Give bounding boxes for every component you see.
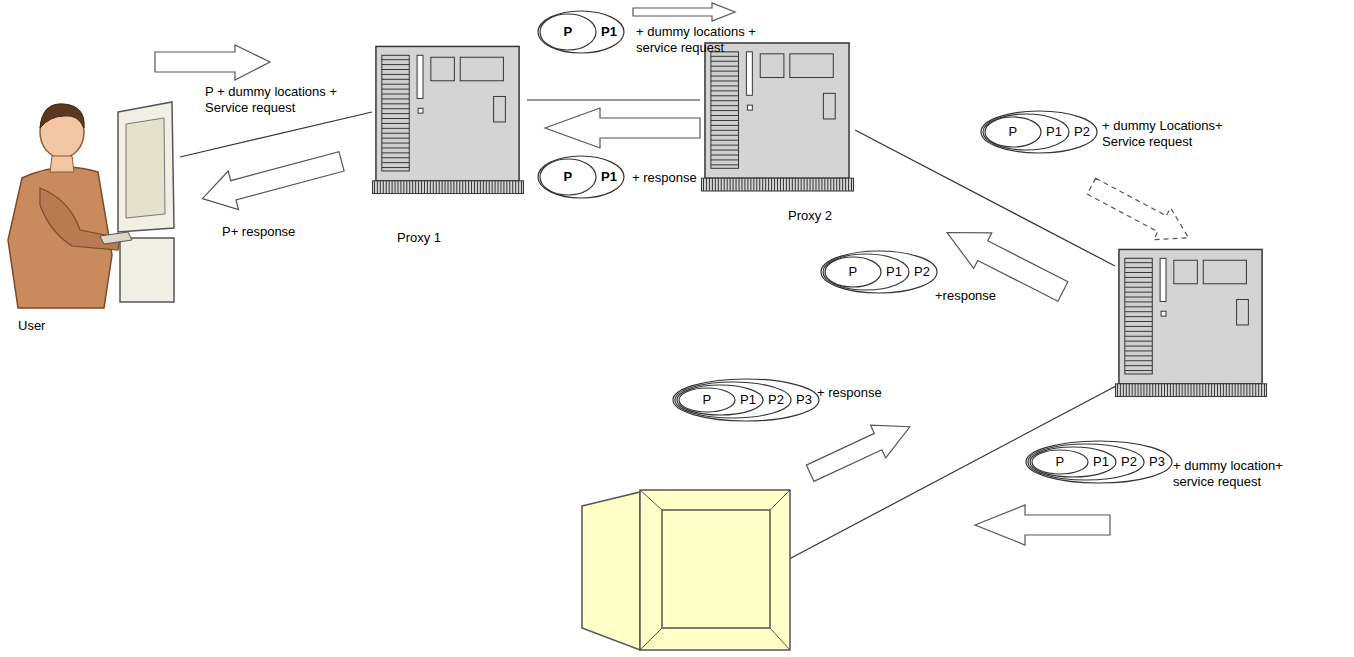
block-arrow bbox=[803, 410, 918, 489]
packet-ellipse: P bbox=[678, 387, 736, 413]
packet-ellipse: P1 P bbox=[676, 384, 764, 416]
node-label: Proxy 1 bbox=[397, 230, 441, 246]
network-link bbox=[180, 112, 372, 157]
proxy-node: Proxy 1 bbox=[372, 42, 527, 247]
block-arrow bbox=[975, 505, 1110, 545]
server bbox=[1115, 249, 1266, 396]
pseudonym-label: P bbox=[564, 169, 573, 185]
pseudonym-label: P1 bbox=[740, 392, 756, 408]
pseudonym-label: P2 bbox=[768, 392, 784, 408]
proxy-server bbox=[702, 43, 854, 191]
pseudonym-label: P3 bbox=[1149, 454, 1165, 470]
message-label: P+ response bbox=[222, 224, 312, 240]
packet-ellipse: P bbox=[1031, 449, 1089, 475]
proxy-server bbox=[372, 46, 523, 193]
pseudonym-label: P bbox=[1056, 454, 1065, 470]
message-label: + dummy Locations+ Service request bbox=[1102, 118, 1238, 150]
pseudonym-label: P3 bbox=[796, 392, 812, 408]
packet-ellipse: P3 P2 P1 P bbox=[672, 378, 820, 422]
block-arrow bbox=[155, 45, 270, 80]
user-figure bbox=[8, 104, 120, 308]
block-arrow bbox=[197, 142, 346, 218]
packet-ellipse: P1 P bbox=[822, 253, 910, 291]
packet-ellipse: P1 P bbox=[537, 155, 625, 199]
block-arrow bbox=[545, 108, 700, 148]
packet-ellipse: P bbox=[539, 13, 597, 51]
packet-ellipse: P bbox=[824, 256, 882, 288]
user-node: User bbox=[5, 90, 180, 340]
pseudonym-label: P1 bbox=[601, 24, 617, 40]
pseudonym-label: P2 bbox=[1074, 124, 1090, 140]
network-link bbox=[527, 99, 700, 100]
packet-ellipse: P1 P bbox=[537, 10, 625, 54]
packet-ellipse: P bbox=[984, 116, 1042, 148]
pseudonym-label: P1 bbox=[1093, 454, 1109, 470]
pseudonym-label: P1 bbox=[1046, 124, 1062, 140]
packet-ellipse: P1 P bbox=[1029, 446, 1117, 478]
packet-ellipse: P1 P bbox=[982, 113, 1070, 151]
pseudonym-label: P1 bbox=[886, 264, 902, 280]
user-computer bbox=[100, 102, 174, 302]
message-label: + response bbox=[817, 385, 907, 401]
pseudonym-label: P1 bbox=[601, 169, 617, 185]
proxy-node: Proxy 2 bbox=[700, 40, 860, 225]
packet-ellipse: P2 P1 P bbox=[820, 250, 938, 294]
message-label: +response bbox=[935, 288, 1015, 304]
packet-ellipse: P2 P1 P bbox=[1027, 443, 1145, 481]
message-label: P + dummy locations + Service request bbox=[205, 84, 337, 116]
message-label: + response bbox=[632, 170, 722, 186]
block-arrow bbox=[633, 3, 735, 21]
message-label: + dummy locations + service request bbox=[636, 24, 758, 56]
packet-ellipse: P3 P2 P1 P bbox=[1025, 440, 1173, 484]
packet-ellipse: P bbox=[539, 158, 597, 196]
packet-ellipse: P2 P1 P bbox=[674, 381, 792, 419]
packet-ellipse: P2 P1 P bbox=[980, 110, 1098, 154]
pseudonym-label: P bbox=[703, 392, 712, 408]
pseudonym-label: P2 bbox=[914, 264, 930, 280]
pseudonym-label: P2 bbox=[1121, 454, 1137, 470]
pseudonym-label: P bbox=[564, 24, 573, 40]
node-label: Proxy 2 bbox=[788, 208, 832, 224]
service-provider-monitor bbox=[582, 490, 790, 650]
network-link bbox=[776, 386, 1116, 566]
node-label: User bbox=[18, 318, 45, 334]
pseudonym-label: P bbox=[849, 264, 858, 280]
block-arrow bbox=[1083, 170, 1197, 253]
pseudonym-label: P bbox=[1009, 124, 1018, 140]
message-label: + dummy location+ service request bbox=[1173, 458, 1313, 490]
